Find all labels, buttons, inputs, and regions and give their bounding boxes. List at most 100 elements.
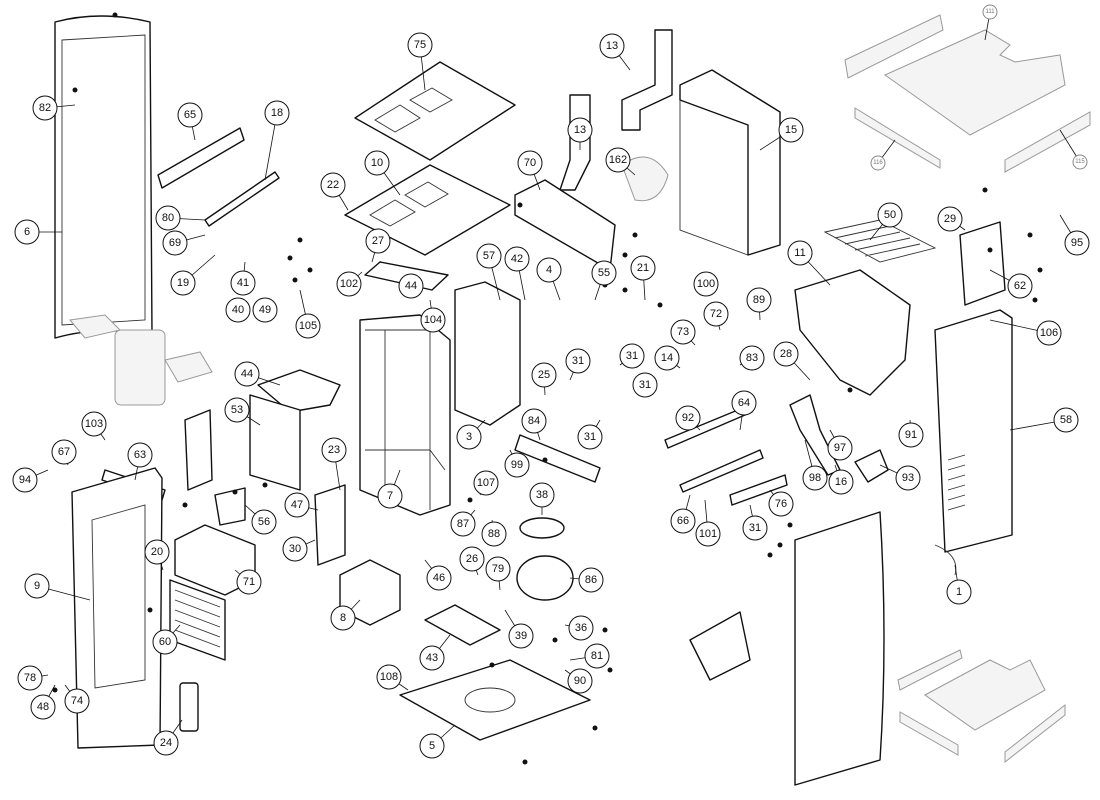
callout-circle (778, 117, 804, 143)
callout-29: 29 (937, 206, 966, 232)
screw-icon (602, 627, 608, 633)
screw-icon (147, 607, 153, 613)
screw-icon (489, 662, 495, 668)
callout-93: 93 (879, 464, 921, 491)
callout-circle (898, 422, 924, 448)
callout-64: 64 (731, 390, 757, 431)
callout-circle (619, 343, 645, 369)
screw-icon (307, 267, 313, 273)
callout-58: 58 (1009, 407, 1079, 433)
callout-47: 47 (284, 492, 319, 518)
screw-icon (297, 237, 303, 243)
screw-icon (1027, 232, 1033, 238)
screw-icon (607, 667, 613, 673)
callout-circle (419, 733, 445, 759)
callout-circle (504, 452, 530, 478)
part-bottom-cover (924, 659, 1046, 731)
part-hopper (794, 269, 911, 396)
callout-31: 31 (619, 343, 645, 369)
callout-circle (828, 469, 854, 495)
callout-circle (12, 467, 38, 493)
callout-circle (1007, 273, 1033, 299)
callout-number: 30 (289, 543, 301, 555)
callout-number: 3 (466, 431, 472, 443)
part-side-brick-left (184, 409, 213, 491)
screw-icon (787, 522, 793, 528)
callout-number: 115 (1075, 159, 1085, 165)
callout-number: 69 (169, 237, 181, 249)
callout-number: 87 (457, 518, 469, 530)
callout-6: 6 (14, 219, 62, 245)
callout-circle (377, 483, 403, 509)
part-side-panel-right (794, 511, 885, 786)
callout-30: 30 (282, 536, 316, 562)
callout-number: 98 (809, 472, 821, 484)
callout-66: 66 (670, 494, 696, 534)
callout-number: 89 (753, 294, 765, 306)
callout-circle (64, 688, 90, 714)
part-bottom-front-right (1004, 703, 1066, 764)
part-rear-panel (934, 309, 1013, 553)
part-rail-64 (679, 449, 764, 493)
callout-13: 13 (599, 33, 631, 71)
callout-circle (504, 246, 530, 272)
callout-circle (295, 313, 321, 339)
callout-number: 31 (639, 379, 651, 391)
screw-icon (522, 759, 528, 765)
callout-circle (152, 629, 178, 655)
callout-circle (420, 307, 446, 333)
callout-24: 24 (153, 719, 183, 756)
callout-circle (567, 117, 593, 143)
callout-number: 103 (85, 418, 103, 430)
screw-icon (72, 87, 78, 93)
callout-70: 70 (517, 150, 543, 191)
part-top-plate (354, 61, 516, 161)
callout-number: 107 (477, 477, 495, 489)
part-bracket-65 (157, 127, 245, 189)
callout-circle (481, 521, 507, 547)
callout-circle (670, 508, 696, 534)
callout-number: 44 (241, 368, 253, 380)
callout-75: 75 (407, 32, 433, 91)
part-bottom-front-left (899, 711, 959, 756)
callout-circle (742, 515, 768, 541)
callout-circle (536, 257, 562, 283)
callout-42: 42 (504, 246, 530, 301)
callout-circle (937, 206, 963, 232)
part-brick-53 (249, 394, 301, 491)
callout-number: 104 (424, 314, 442, 326)
callout-number: 46 (433, 572, 445, 584)
callout-5: 5 (419, 724, 456, 759)
callout-number: 6 (24, 226, 30, 238)
callout-number: 38 (536, 489, 548, 501)
callout-1: 1 (946, 564, 972, 605)
callout-number: 16 (835, 476, 847, 488)
callout-20: 20 (144, 539, 170, 571)
screw-icon (262, 482, 268, 488)
callout-60: 60 (152, 624, 181, 655)
part-flue-pipe-upper (621, 29, 673, 131)
callout-number: 14 (661, 352, 673, 364)
callout-circle (234, 361, 260, 387)
callout-circle (870, 155, 886, 171)
screw-icon (847, 387, 853, 393)
callout-162: 162 (605, 147, 636, 176)
callout-circle (529, 482, 555, 508)
part-main-frame (359, 314, 451, 516)
callout-circle (320, 172, 346, 198)
callout-circle (398, 273, 424, 299)
screw-icon (182, 502, 188, 508)
callout-circle (284, 492, 310, 518)
screw-icon (777, 542, 783, 548)
callout-number: 1 (956, 586, 962, 598)
callout-circle (531, 362, 557, 388)
callout-circle (177, 102, 203, 128)
callout-number: 88 (488, 528, 500, 540)
callout-number: 99 (511, 459, 523, 471)
callout-22: 22 (320, 172, 349, 211)
callout-circle (982, 4, 998, 20)
callout-number: 39 (515, 630, 527, 642)
screw-icon (52, 687, 58, 693)
callout-circle (155, 205, 181, 231)
